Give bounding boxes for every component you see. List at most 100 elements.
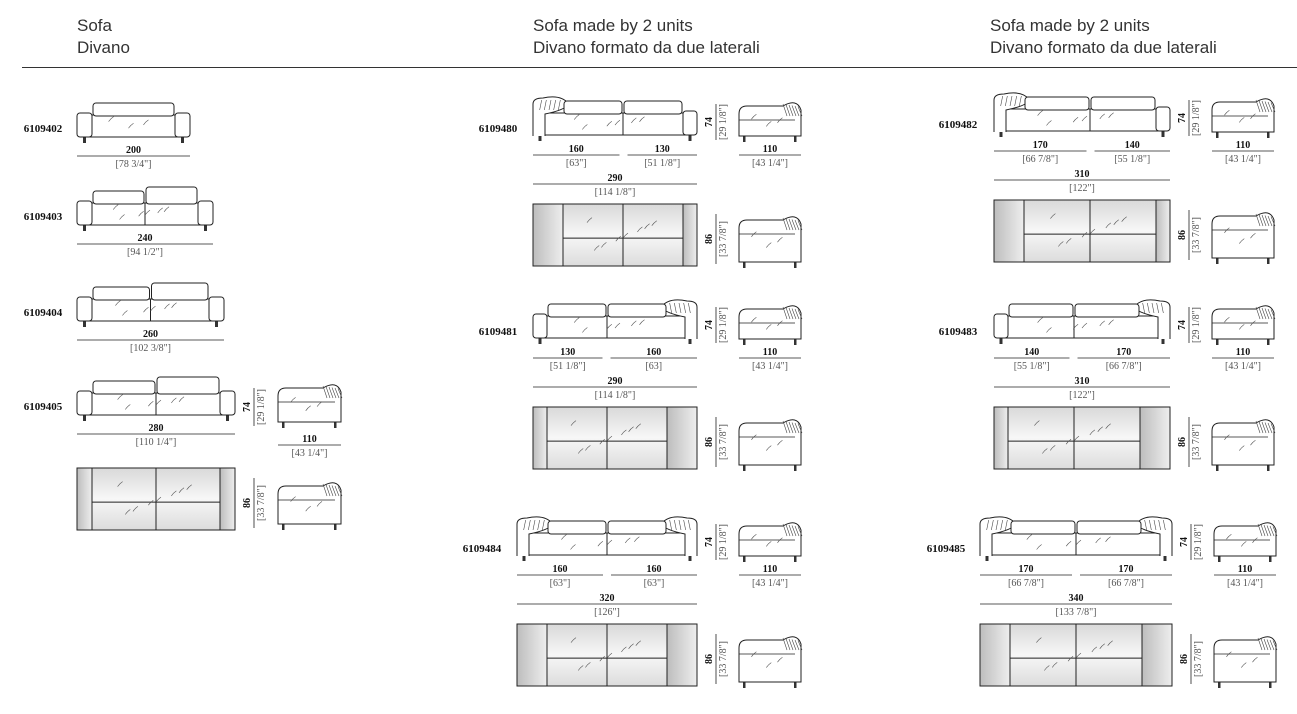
plan-arm [516,623,548,687]
arm-pleat [1255,99,1261,113]
arm-pleat [782,103,788,117]
crease-line [585,445,591,451]
crease-line [635,423,641,429]
crease-line [582,124,588,130]
back-cushion [607,520,667,535]
arm-pleat [325,484,331,497]
dimension-inches: [63"] [550,578,571,589]
arm-pleat [788,307,794,320]
arm-pleat [1142,302,1145,314]
arm-pleat [331,485,337,497]
arm-pleat [331,387,337,399]
crease-line [117,481,123,487]
crease-line [766,541,772,547]
crease-line [148,400,154,407]
crease-line [597,540,604,547]
crease-line [155,399,162,406]
arm-pleat [1264,101,1270,113]
crease-line [128,122,134,129]
arm-pleat [528,519,531,531]
leg [1267,339,1270,345]
front-elevation [516,516,698,561]
side-view [738,636,803,688]
dimension-inches: [55 1/8"] [1014,361,1050,372]
crease-line [150,305,156,312]
back-cushion [547,520,607,535]
back-cushion [547,303,607,318]
arm-pleat [797,423,803,434]
dimension-value: 110 [1236,347,1250,358]
crease-line [1065,238,1072,244]
dimension-inches: [102 3/8"] [130,343,171,354]
back-cushion [623,100,683,115]
dimension-value: 86 [1177,437,1188,447]
arm-pleat [1264,308,1270,320]
arm-pleat [542,519,545,531]
dimension-inches: [63"] [644,578,665,589]
arm-pleat [523,519,526,531]
leg [1267,258,1270,264]
back-cushion [563,100,623,115]
arm-pleat [1156,302,1159,314]
arm-pleat [785,104,791,117]
side-view [738,522,803,562]
arm-block [76,296,93,322]
arm-pleat [1257,523,1263,537]
dimension-inches: [66 7/8"] [1008,578,1044,589]
side-outline [1213,636,1277,683]
dimension-value: 280 [149,423,164,434]
arm-pleat [991,519,994,531]
leg [1161,338,1165,344]
arm-block [76,200,93,226]
crease-line [1058,241,1064,247]
crease-line [1026,534,1032,540]
dimension-value: 86 [704,654,715,664]
crease-line [1073,435,1080,442]
dimension-inches: [43 1/4"] [752,578,788,589]
rolled-arm [532,96,570,136]
side-outline [738,305,802,340]
arm-pleat [797,526,803,537]
leg [1216,339,1219,345]
arm-pleat [1270,102,1276,113]
model-code: 6109483 [939,326,978,338]
arm-pleat [785,218,791,231]
crease-line [1252,656,1258,663]
dimension-value: 110 [763,347,777,358]
crease-line [1067,655,1074,662]
leg [1161,131,1165,137]
crease-line [777,117,783,123]
dimension-inches: [33 7/8"] [718,424,729,460]
arm-pleat [1263,524,1269,537]
dimension-value: 320 [600,593,615,604]
arm-pleat [1272,640,1278,651]
leg [999,131,1003,137]
leg [83,415,86,421]
arm-pleat [1270,423,1276,434]
leg [334,524,337,530]
dimension-inches: [43 1/4"] [1225,154,1261,165]
arm-pleat [1261,214,1267,227]
leg [522,555,526,561]
arm-pleat [1267,215,1273,227]
crease-line [1075,652,1082,659]
crease-line [1224,109,1230,116]
header-divider [22,67,1297,68]
side-outline [1211,212,1275,259]
back-cushion [607,303,667,318]
model-code: 6109404 [24,307,63,319]
crease-line [628,426,634,432]
leg [226,415,229,421]
dimension-inches: [51 1/8"] [550,361,586,372]
crease-line [138,210,144,217]
rolled-arm [1135,516,1173,556]
leg [794,556,797,562]
crease-line [766,242,772,248]
dimension-value: 170 [1116,347,1131,358]
crease-line [1042,448,1048,454]
leg [1218,682,1221,688]
arm-pleat [1261,421,1267,434]
leg [83,321,86,327]
